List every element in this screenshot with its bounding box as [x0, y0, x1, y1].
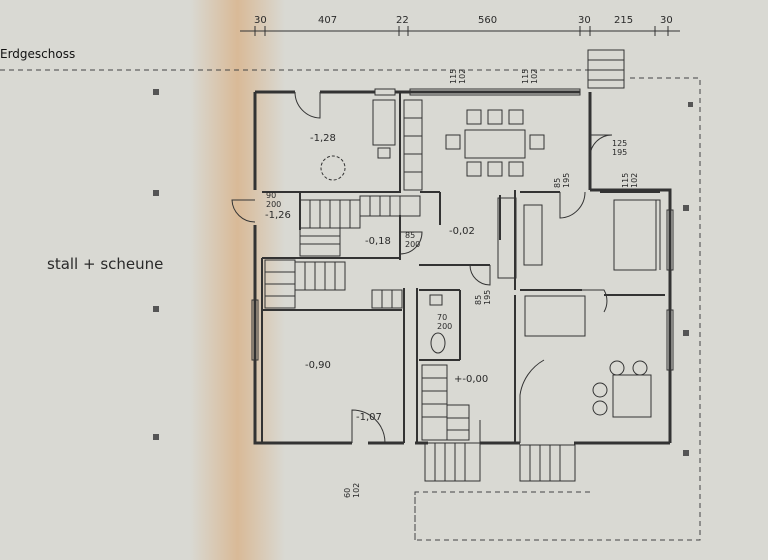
level-label: -0,18: [365, 236, 391, 247]
dim-label: 30: [660, 15, 673, 26]
dining-table: [445, 109, 545, 177]
opening-label: 60102: [343, 483, 361, 498]
doors: [231, 91, 661, 444]
level-labels: -1,28 -1,26 -0,18 -0,02 -0,90 +-0,00 -1,…: [265, 133, 488, 423]
living-furniture: [497, 197, 657, 418]
windows: [251, 88, 674, 371]
stair-front: [424, 49, 625, 482]
opening-label: 115102: [521, 69, 539, 84]
level-label: -1,28: [310, 133, 336, 144]
dimension-labels-top: 30 407 22 560 30 215 30: [254, 15, 673, 26]
paper-stain: [190, 0, 285, 560]
dim-label: 22: [396, 15, 409, 26]
column-markers: [153, 89, 693, 456]
exterior-walls: [253, 90, 672, 445]
opening-label: 115102: [621, 173, 639, 188]
dim-label: 30: [578, 15, 591, 26]
dashed-outline: [0, 69, 701, 541]
stair-inner: [421, 364, 470, 441]
floor-title: Erdgeschoss: [0, 47, 76, 61]
dim-label: 30: [254, 15, 267, 26]
opening-label: 85195: [553, 173, 571, 188]
kitchen-counter: [372, 99, 423, 191]
dim-label: 407: [318, 15, 337, 26]
stair-middle: [264, 259, 403, 309]
barn-label: stall + scheune: [47, 255, 163, 273]
interior-walls: [261, 92, 665, 443]
dim-label: 215: [614, 15, 633, 26]
level-label: +-0,00: [454, 374, 488, 385]
stair-upper: [299, 195, 421, 257]
dim-label: 560: [478, 15, 497, 26]
level-label: -0,02: [449, 226, 475, 237]
dimension-line-top: [240, 26, 680, 36]
opening-label: 115102: [449, 69, 467, 84]
level-label: -1,26: [265, 210, 291, 221]
level-label: -1,07: [356, 412, 382, 423]
opening-label: 85195: [474, 290, 492, 305]
level-label: -0,90: [305, 360, 331, 371]
bathroom-fixtures: [320, 155, 446, 354]
